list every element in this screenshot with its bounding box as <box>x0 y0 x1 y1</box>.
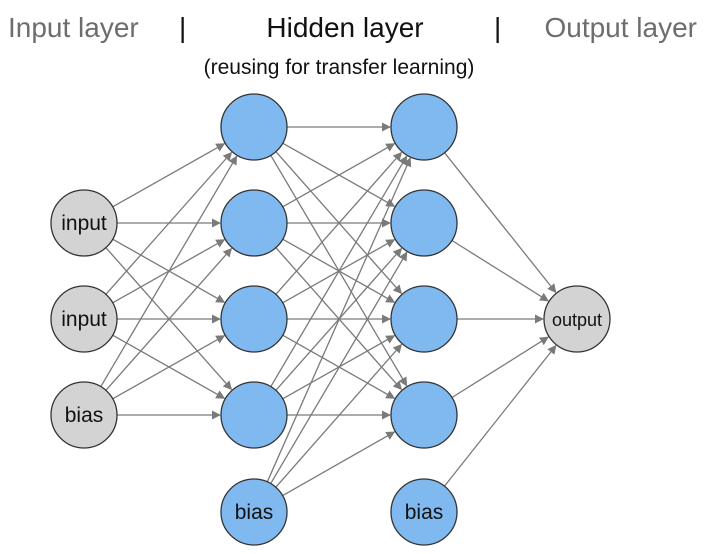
node-hidden2-3 <box>390 285 458 353</box>
header-separator-1: | <box>179 12 186 43</box>
node-circle <box>543 285 611 353</box>
edge-input-3-to-hidden1-3 <box>112 335 226 400</box>
edge-hidden2-5-to-output-1 <box>443 344 557 487</box>
node-hidden2-2 <box>390 189 458 257</box>
node-circle <box>390 93 458 161</box>
node-input-2: input <box>50 285 118 353</box>
hidden-layer-subtitle: (reusing for transfer learning) <box>204 56 475 79</box>
edge-input-1-to-hidden1-1 <box>112 143 226 208</box>
node-label: bias <box>405 501 444 524</box>
node-circle <box>390 285 458 353</box>
nodes: input input bias bias bias output <box>50 93 611 546</box>
output-layer-title: Output layer <box>544 12 697 43</box>
node-circle <box>50 189 118 257</box>
node-hidden1-3 <box>220 285 288 353</box>
node-circle <box>390 189 458 257</box>
edge-hidden1-3-to-hidden2-1 <box>275 151 403 295</box>
edge-input-3-to-hidden1-2 <box>105 247 233 391</box>
node-circle <box>220 93 288 161</box>
node-circle <box>220 189 288 257</box>
node-label: bias <box>65 404 104 427</box>
node-hidden1-4 <box>220 381 288 449</box>
node-circle <box>220 478 288 546</box>
node-hidden2-5: bias <box>390 478 458 546</box>
node-circle <box>220 381 288 449</box>
node-circle <box>50 381 118 449</box>
edge-hidden2-1-to-output-1 <box>444 152 557 294</box>
node-hidden1-2 <box>220 189 288 257</box>
node-label: output <box>552 310 602 330</box>
node-hidden2-1 <box>390 93 458 161</box>
node-hidden1-1 <box>220 93 288 161</box>
hidden-layer-title: Hidden layer <box>266 12 423 43</box>
edge-hidden2-2-to-output-1 <box>451 239 549 302</box>
edge-hidden1-2-to-hidden2-1 <box>282 143 396 208</box>
node-circle <box>50 285 118 353</box>
edge-input-2-to-hidden1-1 <box>105 151 233 295</box>
node-label: input <box>61 308 107 331</box>
node-output-1: output <box>543 285 611 353</box>
node-circle <box>390 381 458 449</box>
edge-input-3-to-hidden1-1 <box>100 155 238 387</box>
node-label: bias <box>235 501 274 524</box>
node-circle <box>220 285 288 353</box>
header-separator-2: | <box>494 12 501 43</box>
node-circle <box>390 478 458 546</box>
node-input-1: input <box>50 189 118 257</box>
node-hidden2-4 <box>390 381 458 449</box>
edge-hidden2-4-to-output-1 <box>451 336 549 399</box>
node-input-3: bias <box>50 381 118 449</box>
edge-hidden1-4-to-hidden2-1 <box>270 155 408 387</box>
input-layer-title: Input layer <box>8 12 139 43</box>
connections <box>100 122 557 497</box>
edge-hidden1-5-to-hidden2-1 <box>266 157 412 483</box>
edge-hidden1-5-to-hidden2-4 <box>282 431 396 497</box>
edge-hidden1-5-to-hidden2-3 <box>275 343 403 488</box>
node-hidden1-5: bias <box>220 478 288 546</box>
node-label: input <box>61 212 107 235</box>
edge-hidden1-5-to-hidden2-2 <box>270 251 408 484</box>
